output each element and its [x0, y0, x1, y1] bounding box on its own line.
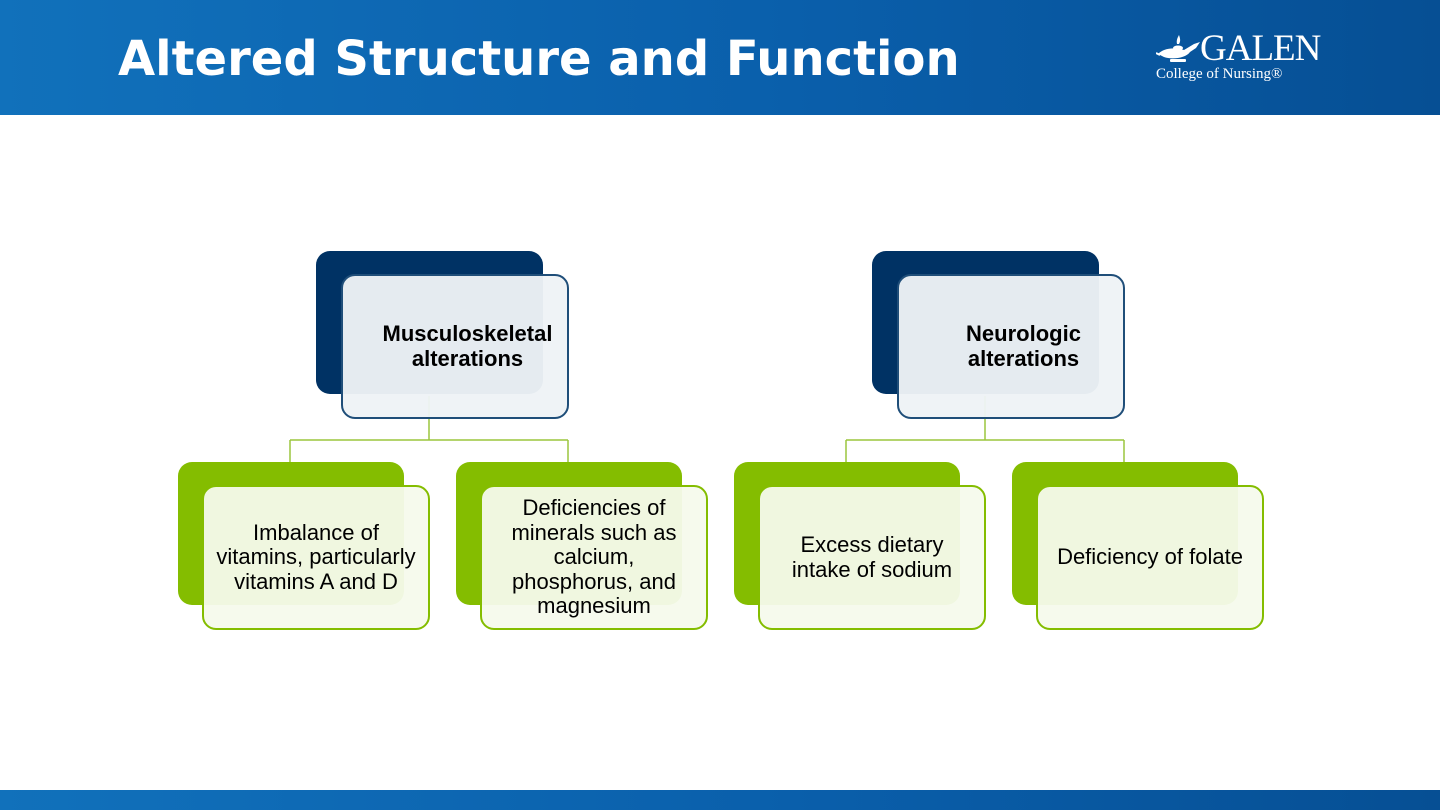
child-node-label: Imbalance of vitamins, particularly vita… [216, 519, 416, 594]
parent-node-neurologic: Neurologic alterations [897, 274, 1125, 419]
logo-name: GALEN [1200, 28, 1321, 69]
header-bar [0, 0, 1440, 115]
child-node-mineral-deficiency: Deficiencies of minerals such as calcium… [480, 485, 708, 630]
child-node-label: Deficiency of folate [1057, 544, 1243, 570]
galen-logo: GALEN College of Nursing® [1154, 30, 1329, 85]
footer-bar [0, 790, 1440, 810]
parent-node-musculoskeletal: Musculoskeletal alterations [341, 274, 569, 419]
logo-subtitle: College of Nursing® [1156, 66, 1283, 82]
oil-lamp-icon [1156, 35, 1200, 62]
parent-node-label: Musculoskeletal alterations [382, 321, 553, 371]
child-node-label: Excess dietary intake of sodium [791, 532, 953, 582]
child-node-vitamin-imbalance: Imbalance of vitamins, particularly vita… [202, 485, 430, 630]
child-node-excess-sodium: Excess dietary intake of sodium [758, 485, 986, 630]
slide-title: Altered Structure and Function [118, 31, 960, 87]
child-node-label: Deficiencies of minerals such as calcium… [511, 495, 677, 619]
parent-node-label: Neurologic alterations [966, 321, 1081, 371]
child-node-folate-deficiency: Deficiency of folate [1036, 485, 1264, 630]
